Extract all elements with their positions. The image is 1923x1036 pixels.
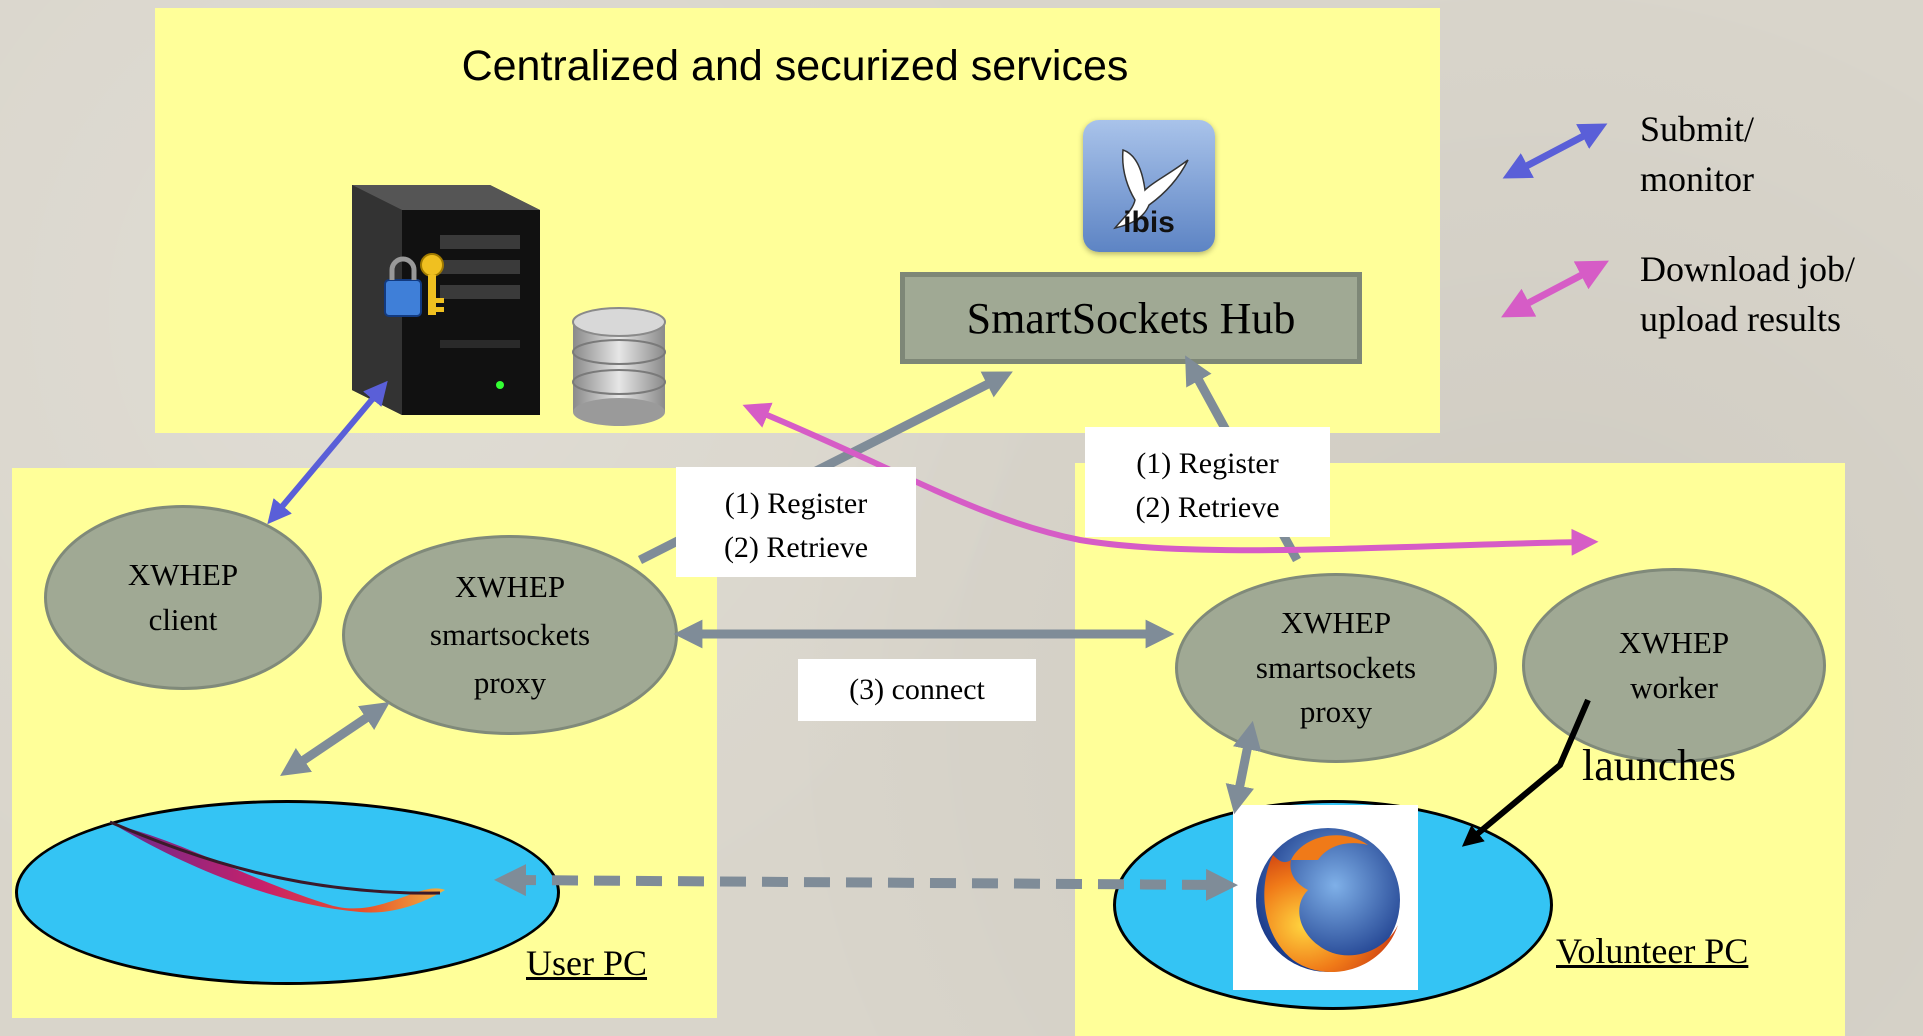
- legend-submit-line-2: monitor: [1640, 159, 1754, 200]
- xwhep-worker-node: XWHEP worker: [1522, 568, 1826, 763]
- left-register-line-1: (1) Register: [724, 487, 868, 520]
- legend-submit-arrow: [1502, 123, 1608, 179]
- volunteer-smartsockets-proxy-node: XWHEP smartsockets proxy: [1175, 573, 1497, 763]
- right-register-line-1: (1) Register: [1136, 447, 1279, 480]
- firefox-icon: [1256, 828, 1400, 973]
- ibis-bird-icon: [1113, 148, 1189, 230]
- left-register-line-2: (2) Retrieve: [723, 530, 869, 564]
- user-proxy-line-3: proxy: [473, 665, 547, 701]
- vol-proxy-line-2: smartsockets: [1255, 649, 1417, 685]
- launches-label: launches: [1582, 741, 1736, 790]
- client-line-1: XWHEP: [127, 556, 239, 592]
- client-line-2: client: [148, 601, 218, 637]
- legend-download-line-2: upload results: [1640, 299, 1841, 340]
- user-smartsockets-proxy-node: XWHEP smartsockets proxy: [342, 535, 678, 735]
- legend-submit-text: Submit/ monitor: [1640, 104, 1754, 205]
- user-proxy-line-1: XWHEP: [454, 568, 566, 604]
- user-browser-ellipse: [15, 800, 560, 985]
- volunteer-pc-label: Volunteer PC: [1556, 931, 1749, 971]
- worker-line-2: worker: [1630, 669, 1718, 705]
- firefox-logo: [1233, 805, 1418, 990]
- vol-proxy-line-3: proxy: [1299, 694, 1373, 730]
- worker-line-1: XWHEP: [1618, 624, 1730, 660]
- ibis-logo-text: ibis: [1123, 206, 1175, 239]
- right-register-retrieve-label: (1) Register (2) Retrieve: [1085, 427, 1330, 537]
- connect-label: (3) connect: [798, 659, 1036, 721]
- legend-download-text: Download job/ upload results: [1640, 244, 1855, 345]
- user-proxy-line-2: smartsockets: [429, 616, 591, 652]
- right-register-line-2: (2) Retrieve: [1135, 490, 1280, 524]
- vol-proxy-line-1: XWHEP: [1280, 604, 1392, 640]
- smartsockets-hub: SmartSockets Hub: [900, 272, 1362, 364]
- xwhep-client-node: XWHEP client: [44, 505, 322, 690]
- legend-download-arrow: [1501, 260, 1609, 318]
- legend-download-line-1: Download job/: [1640, 249, 1855, 289]
- legend-submit-line-1: Submit/: [1640, 109, 1755, 149]
- left-register-retrieve-label: (1) Register (2) Retrieve: [676, 467, 916, 577]
- user-pc-label: User PC: [526, 943, 648, 983]
- ibis-logo: ibis: [1083, 120, 1215, 252]
- central-services-title: Centralized and securized services: [461, 42, 1129, 90]
